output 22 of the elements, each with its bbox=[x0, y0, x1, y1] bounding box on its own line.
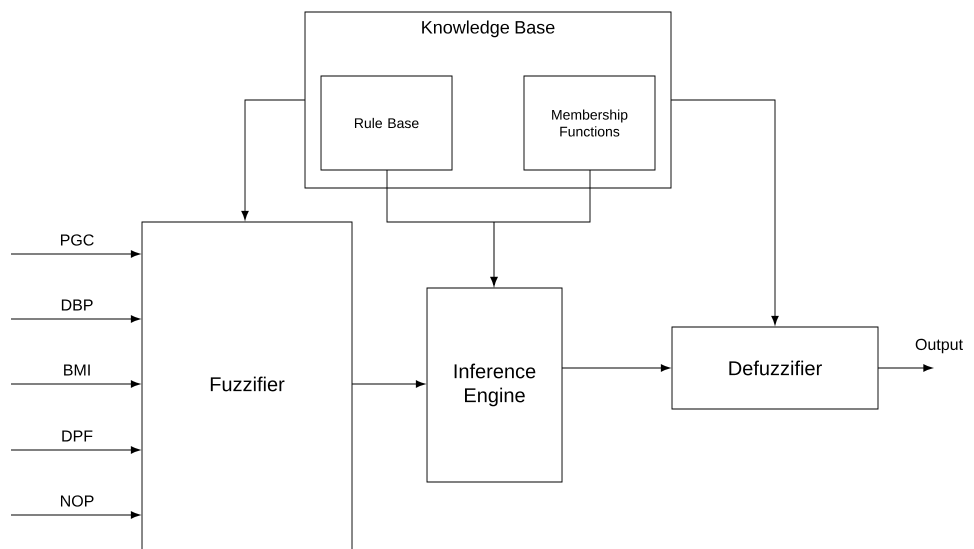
edge-label: PGC bbox=[58, 233, 96, 247]
arrow bbox=[10, 380, 140, 388]
edge-label: BMI bbox=[61, 363, 93, 377]
arrow bbox=[241, 100, 306, 220]
edge-label: Output bbox=[914, 337, 964, 355]
edge-label: DBP bbox=[59, 298, 95, 312]
arrow bbox=[562, 364, 670, 372]
arrow bbox=[352, 380, 426, 388]
edge-label: NOP bbox=[58, 494, 96, 508]
arrow bbox=[10, 315, 140, 323]
arrow bbox=[490, 170, 590, 286]
rule-base-box: Rule Base bbox=[320, 76, 452, 170]
arrow bbox=[878, 364, 933, 372]
defuzzifier-box: Defuzzifier bbox=[672, 326, 878, 410]
edge-label: DPF bbox=[60, 429, 94, 443]
arrow bbox=[10, 250, 140, 258]
inference-engine-box: Inference Engine bbox=[426, 288, 562, 482]
membership-functions-box: Membership Functions bbox=[524, 76, 656, 170]
arrow bbox=[10, 511, 140, 519]
fuzzifier-box: Fuzzifier bbox=[142, 222, 352, 549]
arrow bbox=[671, 100, 779, 326]
arrow bbox=[10, 446, 140, 454]
